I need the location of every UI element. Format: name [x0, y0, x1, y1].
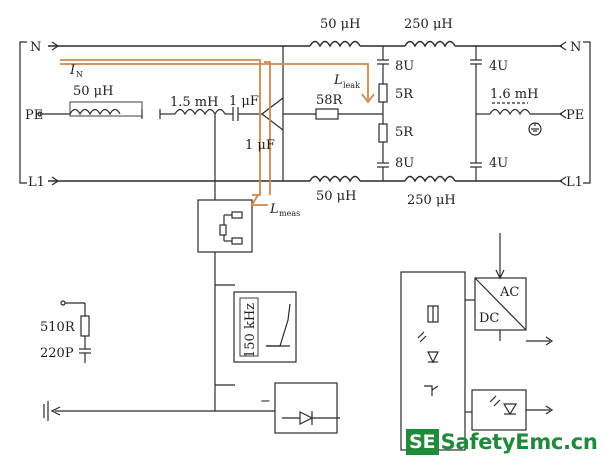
output-diode-box — [43, 382, 340, 434]
rail-pe-left-label: PE — [25, 108, 43, 123]
ind-l-1-label: 50 μH — [316, 189, 356, 204]
cap-4u-bot-label: 4U — [489, 156, 508, 171]
cap-pe-2-label: 1 μF — [245, 138, 275, 153]
brand-watermark: SE SafetyEmc.cn — [406, 427, 598, 457]
ind-pe-right-label: 1.6 mH — [490, 87, 538, 102]
rail-n-left-label: N — [30, 40, 41, 55]
isolation-block — [400, 271, 475, 451]
filter-freq-label: 150 kHz — [243, 303, 258, 358]
rail-n-right-label: N — [570, 40, 581, 55]
brand-logo-mark: SE — [406, 429, 439, 455]
rail-l1-left-label: L1 — [28, 175, 45, 190]
current-meas-sub: meas — [279, 209, 300, 218]
n-rail — [48, 40, 567, 51]
rail-l1-right-label: L1 — [566, 175, 583, 190]
minus-sign: − — [260, 394, 271, 409]
opto-output — [471, 389, 554, 431]
rc-network — [60, 300, 91, 363]
measurement-box — [197, 199, 253, 285]
filter-150khz — [214, 284, 297, 386]
res-5r-bot-label: 5R — [395, 125, 414, 140]
cap-4u-top-label: 4U — [489, 59, 508, 74]
cap-resistor-ladder — [377, 46, 482, 181]
l1-rail — [48, 175, 567, 186]
cap-8u-top-label: 8U — [395, 59, 414, 74]
ind-n-1-label: 50 μH — [320, 17, 360, 32]
current-in-label: I — [69, 63, 76, 78]
ind-n-2-label: 250 μH — [404, 17, 453, 32]
brand-logo-text: SafetyEmc.cn — [440, 430, 598, 454]
left-bracket — [19, 41, 27, 184]
current-leak-sub: leak — [343, 81, 360, 90]
ind-pe-left-label: 50 μH — [73, 84, 113, 99]
current-path-leak — [60, 63, 375, 104]
current-meas-label: L — [269, 202, 279, 217]
cap-pe-1-label: 1 μF — [229, 94, 259, 109]
rail-pe-right-label: PE — [566, 108, 584, 123]
res-5r-top-label: 5R — [395, 87, 414, 102]
pe-left-network — [37, 46, 383, 200]
current-in-sub: N — [76, 70, 83, 79]
ac-label: AC — [499, 285, 519, 300]
cap-8u-bot-label: 8U — [395, 156, 414, 171]
res-58-label: 58R — [316, 93, 344, 108]
dc-label: DC — [479, 311, 499, 326]
ind-pe-1-label: 1.5 mH — [170, 95, 218, 110]
cap-220p-label: 220P — [40, 346, 74, 361]
right-bracket — [583, 41, 591, 184]
current-leak-label: L — [333, 73, 343, 88]
current-path-in — [60, 59, 271, 206]
ac-dc-converter — [474, 233, 554, 346]
pe-right-network — [476, 102, 567, 136]
res-510-label: 510R — [40, 320, 76, 335]
ind-l-2-label: 250 μH — [407, 193, 456, 208]
